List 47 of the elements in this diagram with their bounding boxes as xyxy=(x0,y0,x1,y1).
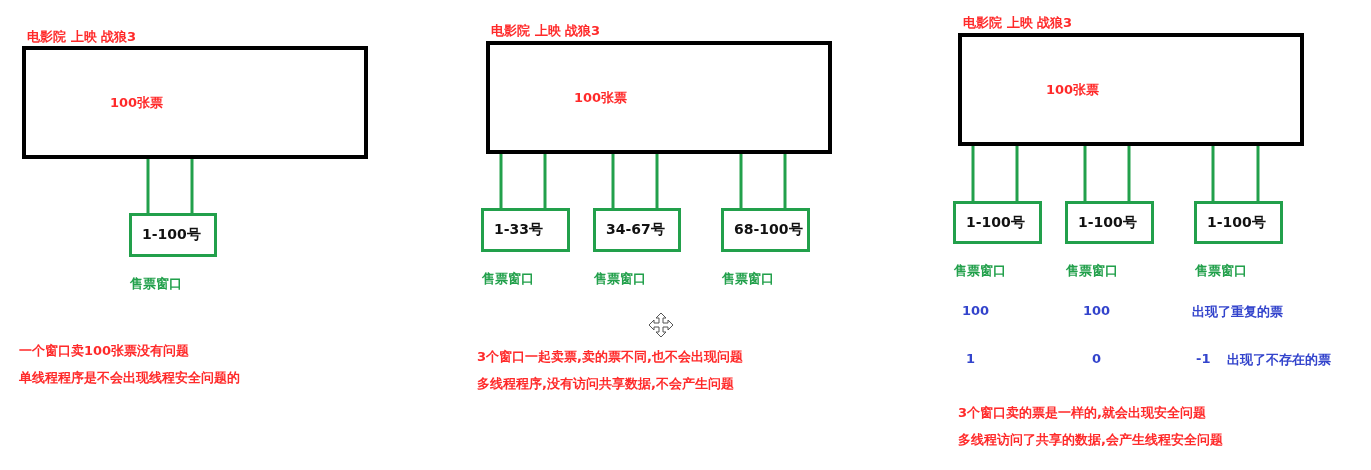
connector-line xyxy=(739,154,743,208)
connector-line xyxy=(190,159,194,213)
ticket-count-text: 100张票 xyxy=(110,94,164,112)
ticket-count-text: 100张票 xyxy=(574,89,628,107)
note-text: 单线程程序是不会出现线程安全问题的 xyxy=(19,369,240,387)
counter-value-text: 0 xyxy=(1092,351,1102,366)
counter-value-text: 100 xyxy=(962,303,990,318)
connector-line xyxy=(783,154,787,208)
ticket-range-text: 1-100号 xyxy=(1207,214,1266,232)
note-text: 多线程程序,没有访问共享数据,不会产生问题 xyxy=(477,375,734,393)
ticket-range-text: 68-100号 xyxy=(734,221,803,239)
connector-line xyxy=(1127,146,1131,201)
connector-line xyxy=(146,159,150,213)
connector-line xyxy=(1256,146,1260,201)
note-text: 多线程访问了共享的数据,会产生线程安全问题 xyxy=(958,431,1223,449)
connector-line xyxy=(971,146,975,201)
note-text: 3个窗口卖的票是一样的,就会出现安全问题 xyxy=(958,404,1206,422)
ticket-range-text: 1-33号 xyxy=(494,221,544,239)
title-text: 电影院 上映 战狼3 xyxy=(27,28,137,46)
connector-line xyxy=(1015,146,1019,201)
counter-value-text: -1 xyxy=(1196,351,1211,366)
note-text: 一个窗口卖100张票没有问题 xyxy=(19,342,190,360)
window-caption: 售票窗口 xyxy=(594,270,646,288)
title-text: 电影院 上映 战狼3 xyxy=(963,14,1073,32)
ticket-range-text: 34-67号 xyxy=(606,221,665,239)
window-caption: 售票窗口 xyxy=(130,275,182,293)
window-caption: 售票窗口 xyxy=(1066,262,1118,280)
title-text: 电影院 上映 战狼3 xyxy=(491,22,601,40)
counter-value-text: 出现了重复的票 xyxy=(1192,303,1283,321)
ticket-range-text: 1-100号 xyxy=(966,214,1025,232)
counter-value-text: 1 xyxy=(966,351,976,366)
window-caption: 售票窗口 xyxy=(1195,262,1247,280)
connector-line xyxy=(611,154,615,208)
window-caption: 售票窗口 xyxy=(954,262,1006,280)
note-text: 3个窗口一起卖票,卖的票不同,也不会出现问题 xyxy=(477,348,743,366)
counter-value-text: 100 xyxy=(1083,303,1111,318)
connector-line xyxy=(655,154,659,208)
window-caption: 售票窗口 xyxy=(722,270,774,288)
connector-line xyxy=(1083,146,1087,201)
ticket-count-text: 100张票 xyxy=(1046,81,1100,99)
connector-line xyxy=(499,154,503,208)
connector-line xyxy=(1211,146,1215,201)
window-caption: 售票窗口 xyxy=(482,270,534,288)
counter-value-text: 出现了不存在的票 xyxy=(1227,351,1331,369)
ticket-range-text: 1-100号 xyxy=(142,226,201,244)
ticket-range-text: 1-100号 xyxy=(1078,214,1137,232)
connector-line xyxy=(543,154,547,208)
